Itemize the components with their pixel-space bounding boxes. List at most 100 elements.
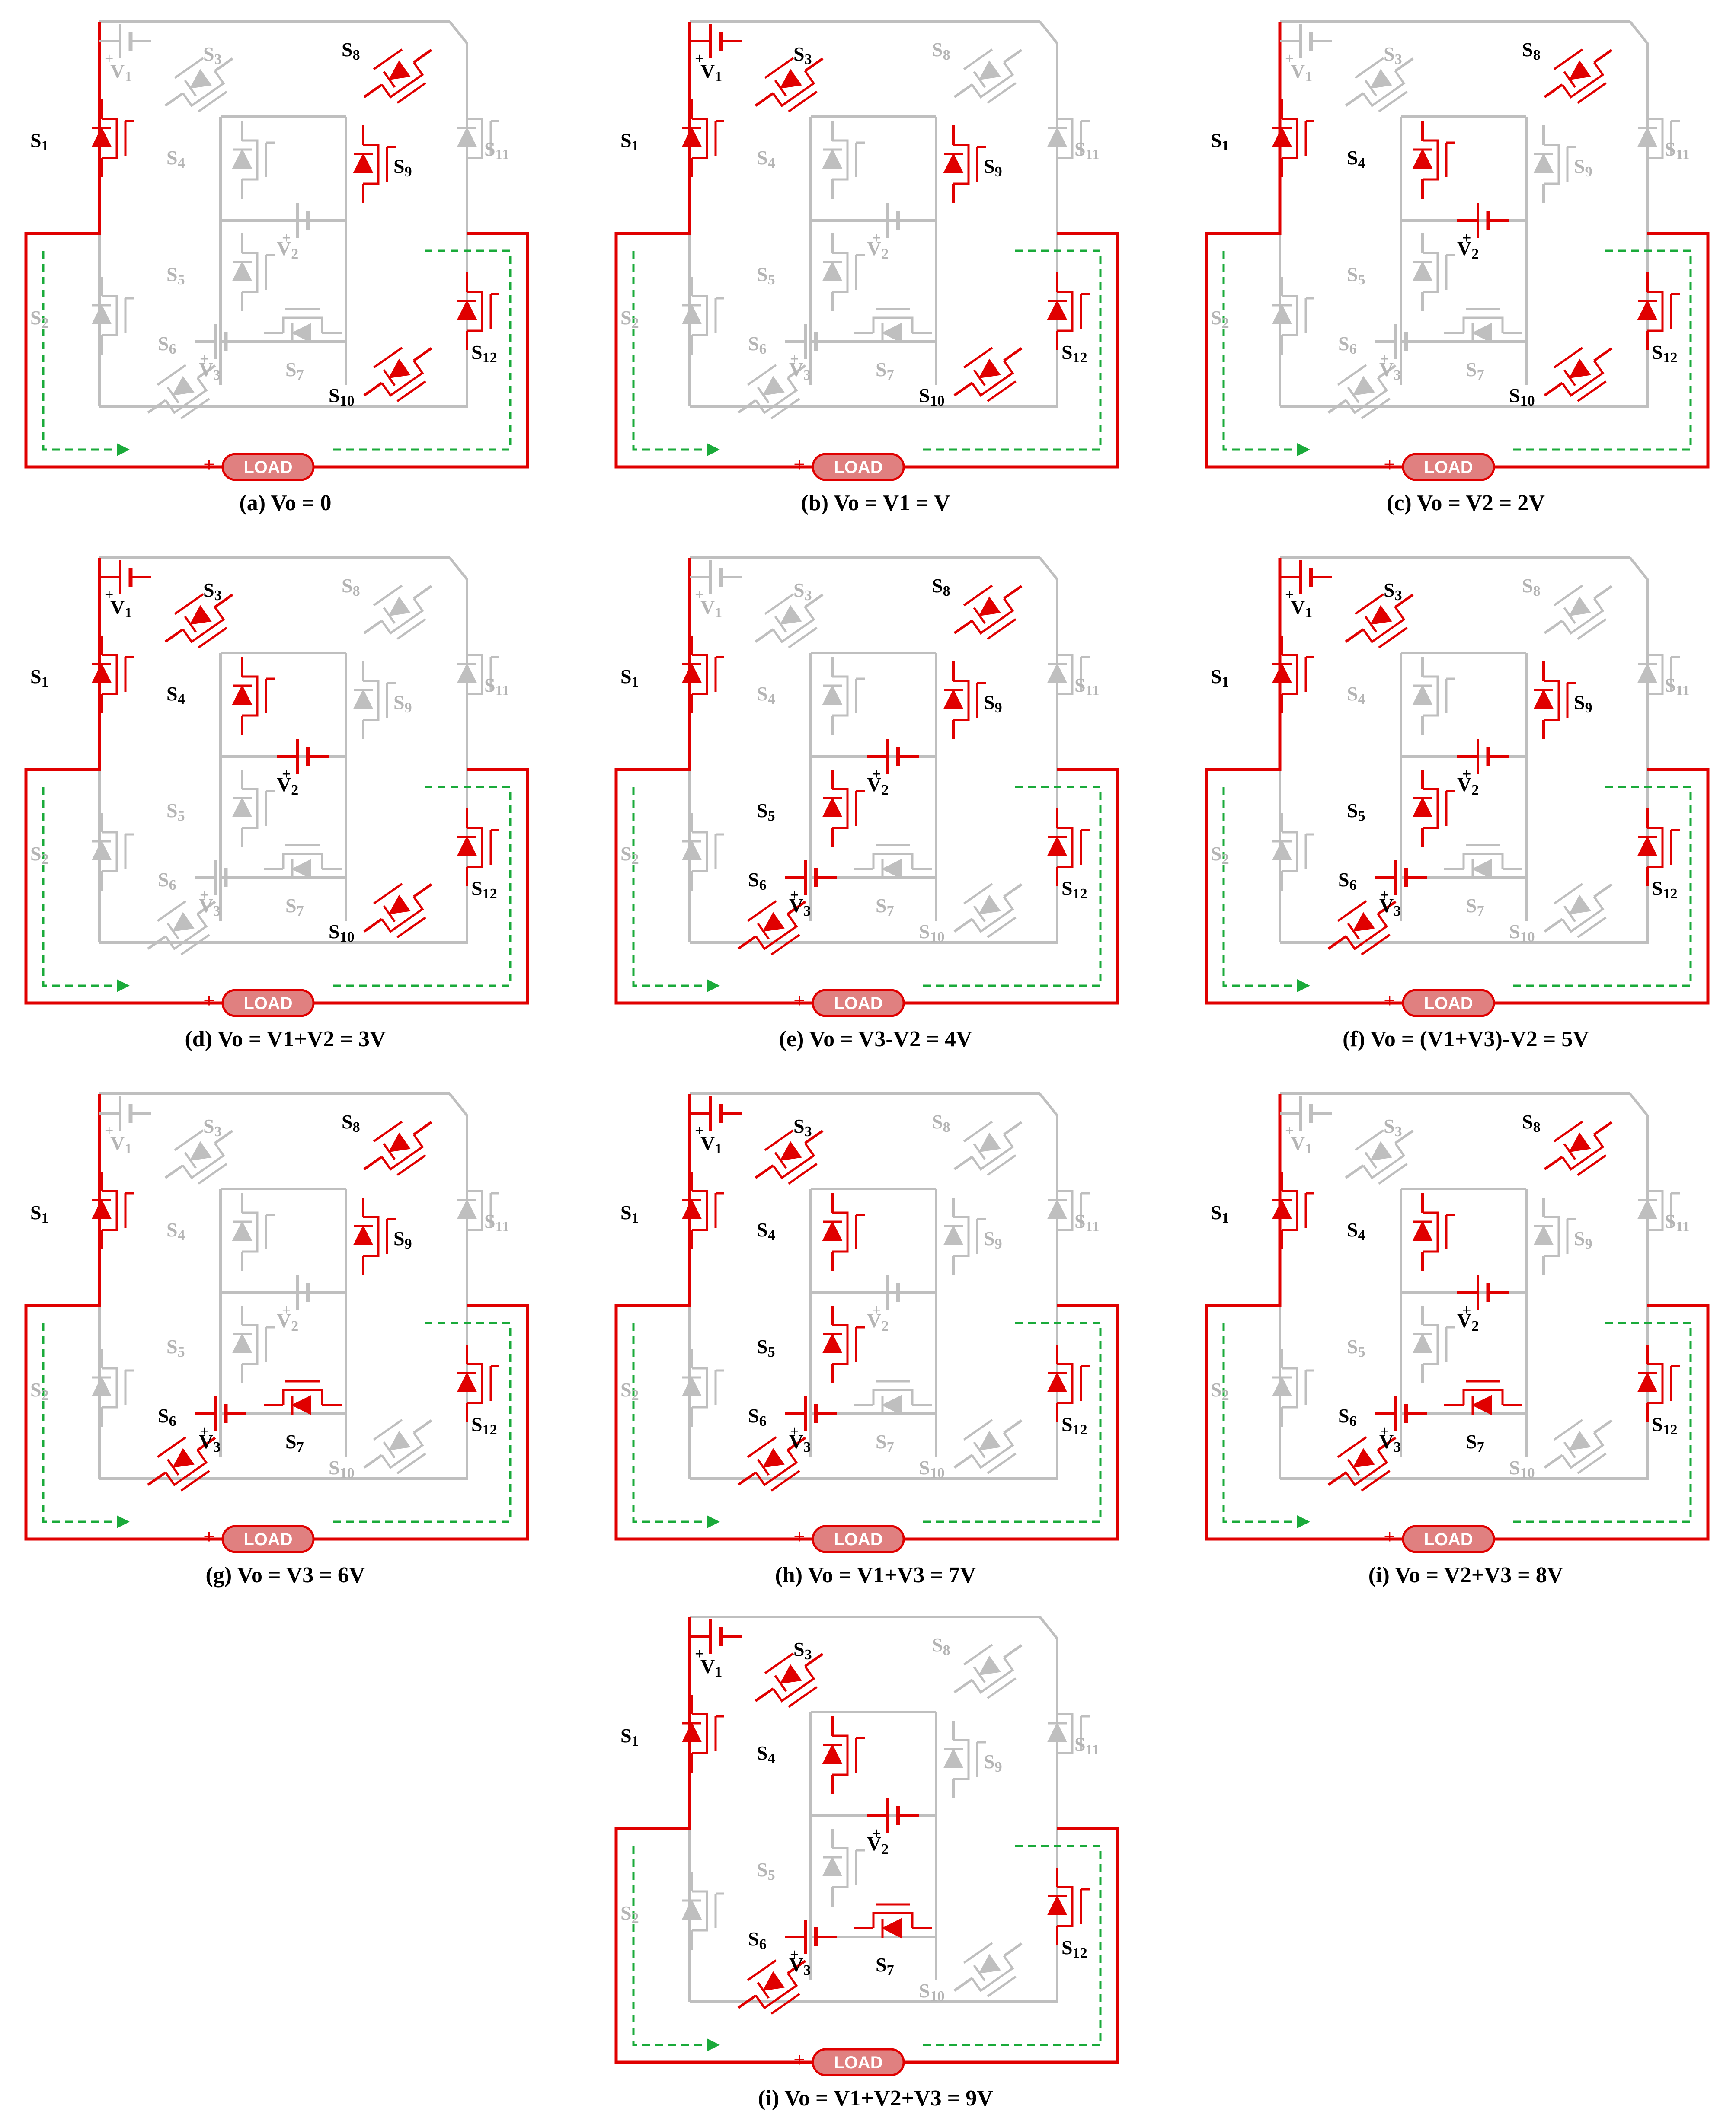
switch-s9 [943, 661, 986, 739]
current-path [632, 1323, 707, 1523]
svg-text:LOAD: LOAD [243, 994, 292, 1013]
switch-s1 [681, 1695, 724, 1773]
current-path [1222, 1323, 1297, 1523]
switch-s3 [164, 593, 233, 649]
svg-text:+: + [695, 1122, 704, 1139]
svg-text:+: + [793, 1525, 805, 1548]
switch-s6 [737, 900, 806, 956]
switch-s4 [822, 1716, 865, 1794]
svg-text:+: + [105, 1122, 114, 1139]
source-v1: + [690, 24, 742, 67]
source-label: V2 [277, 237, 298, 262]
source-label: V1 [700, 60, 722, 85]
load: LOAD+– [203, 453, 333, 481]
switch-s2 [681, 813, 724, 891]
switch-s12 [1637, 1345, 1680, 1422]
switch-s11 [1637, 636, 1680, 713]
svg-text:+: + [695, 586, 704, 603]
switch-s4 [232, 657, 275, 735]
switch-label: S9 [1574, 155, 1592, 180]
switch-label: S3 [793, 579, 812, 604]
svg-text:+: + [105, 50, 114, 67]
switch-label: S5 [166, 799, 185, 824]
switch-s11 [457, 636, 499, 713]
source-v2: + [277, 739, 329, 783]
switch-label: S3 [1384, 579, 1402, 604]
switch-s1 [1272, 99, 1314, 177]
svg-text:+: + [1462, 229, 1471, 246]
source-v1: + [690, 1096, 742, 1139]
active-path [614, 558, 1119, 1005]
svg-text:+: + [790, 350, 799, 367]
source-v3: + [785, 324, 837, 367]
switch-s5 [1412, 233, 1455, 311]
active-path [24, 558, 529, 1005]
svg-text:+: + [790, 886, 799, 904]
switch-s9 [1533, 125, 1576, 203]
svg-text:LOAD: LOAD [834, 1530, 882, 1549]
svg-text:+: + [1384, 453, 1395, 476]
switch-s11 [1047, 1695, 1090, 1773]
source-v3: + [1375, 1396, 1427, 1440]
switch-s6 [147, 900, 216, 956]
svg-text:–: – [1502, 989, 1513, 1012]
circuit-panel-d: S1S2S3S4S5S6S7S8S9S10S11S12+V1+V2+V3LOAD… [24, 556, 529, 1051]
switch-label: S5 [757, 799, 775, 824]
switch-s4 [822, 121, 865, 199]
switch-label: S3 [1384, 1115, 1402, 1140]
switch-s5 [822, 1829, 865, 1907]
switch-s7 [854, 1380, 932, 1415]
panel-caption: (b) Vo = V1 = V [801, 491, 950, 515]
switch-s7 [1444, 1380, 1522, 1415]
switch-s4 [822, 1193, 865, 1271]
svg-text:LOAD: LOAD [834, 2053, 882, 2072]
source-v2: + [277, 1275, 329, 1319]
switch-s10 [363, 347, 432, 402]
switch-s11 [1047, 99, 1090, 177]
switch-s6 [147, 364, 216, 420]
switch-s2 [91, 813, 134, 891]
switch-s4 [1412, 657, 1455, 735]
svg-text:–: – [322, 1525, 333, 1548]
switch-label: S7 [876, 358, 894, 383]
switch-s4 [822, 657, 865, 735]
switch-s9 [1533, 1198, 1576, 1275]
switch-s8 [1544, 585, 1613, 640]
load: LOAD+– [203, 1525, 333, 1553]
source-v2: + [1457, 1275, 1509, 1319]
switch-s8 [363, 1121, 432, 1176]
switch-s12 [1637, 808, 1680, 886]
switch-s2 [681, 277, 724, 355]
source-v2: + [867, 739, 919, 783]
source-v3: + [195, 860, 246, 904]
source-v3: + [195, 1396, 246, 1440]
switch-label: S3 [793, 1115, 812, 1140]
circuit-panel-e: S1S2S3S4S5S6S7S8S9S10S11S12+V1+V2+V3LOAD… [614, 556, 1119, 1051]
source-v3: + [1375, 324, 1427, 367]
source-v2: + [867, 1275, 919, 1319]
svg-text:LOAD: LOAD [834, 994, 882, 1013]
svg-text:–: – [912, 1525, 923, 1548]
panel-caption: (i) Vo = V2+V3 = 8V [1368, 1563, 1563, 1588]
circuit-panel-h: S1S2S3S4S5S6S7S8S9S10S11S12+V1+V2+V3LOAD… [614, 1092, 1119, 1588]
switch-s5 [232, 233, 275, 311]
svg-text:+: + [695, 1645, 704, 1662]
source-v2: + [867, 203, 919, 246]
switch-s11 [1047, 636, 1090, 713]
svg-text:+: + [872, 1301, 881, 1319]
switch-s12 [457, 808, 499, 886]
source-v3: + [785, 1396, 837, 1440]
switch-s12 [1047, 272, 1090, 350]
switch-s2 [681, 1349, 724, 1427]
switch-s6 [737, 364, 806, 420]
switch-s7 [854, 308, 932, 343]
switch-s8 [363, 48, 432, 104]
svg-text:–: – [322, 453, 333, 476]
svg-text:LOAD: LOAD [834, 458, 882, 477]
svg-text:LOAD: LOAD [1424, 1530, 1473, 1549]
source-v3: + [785, 1920, 837, 1963]
current-path [632, 787, 707, 987]
source-label: V1 [110, 60, 132, 85]
switch-s10 [363, 1419, 432, 1475]
